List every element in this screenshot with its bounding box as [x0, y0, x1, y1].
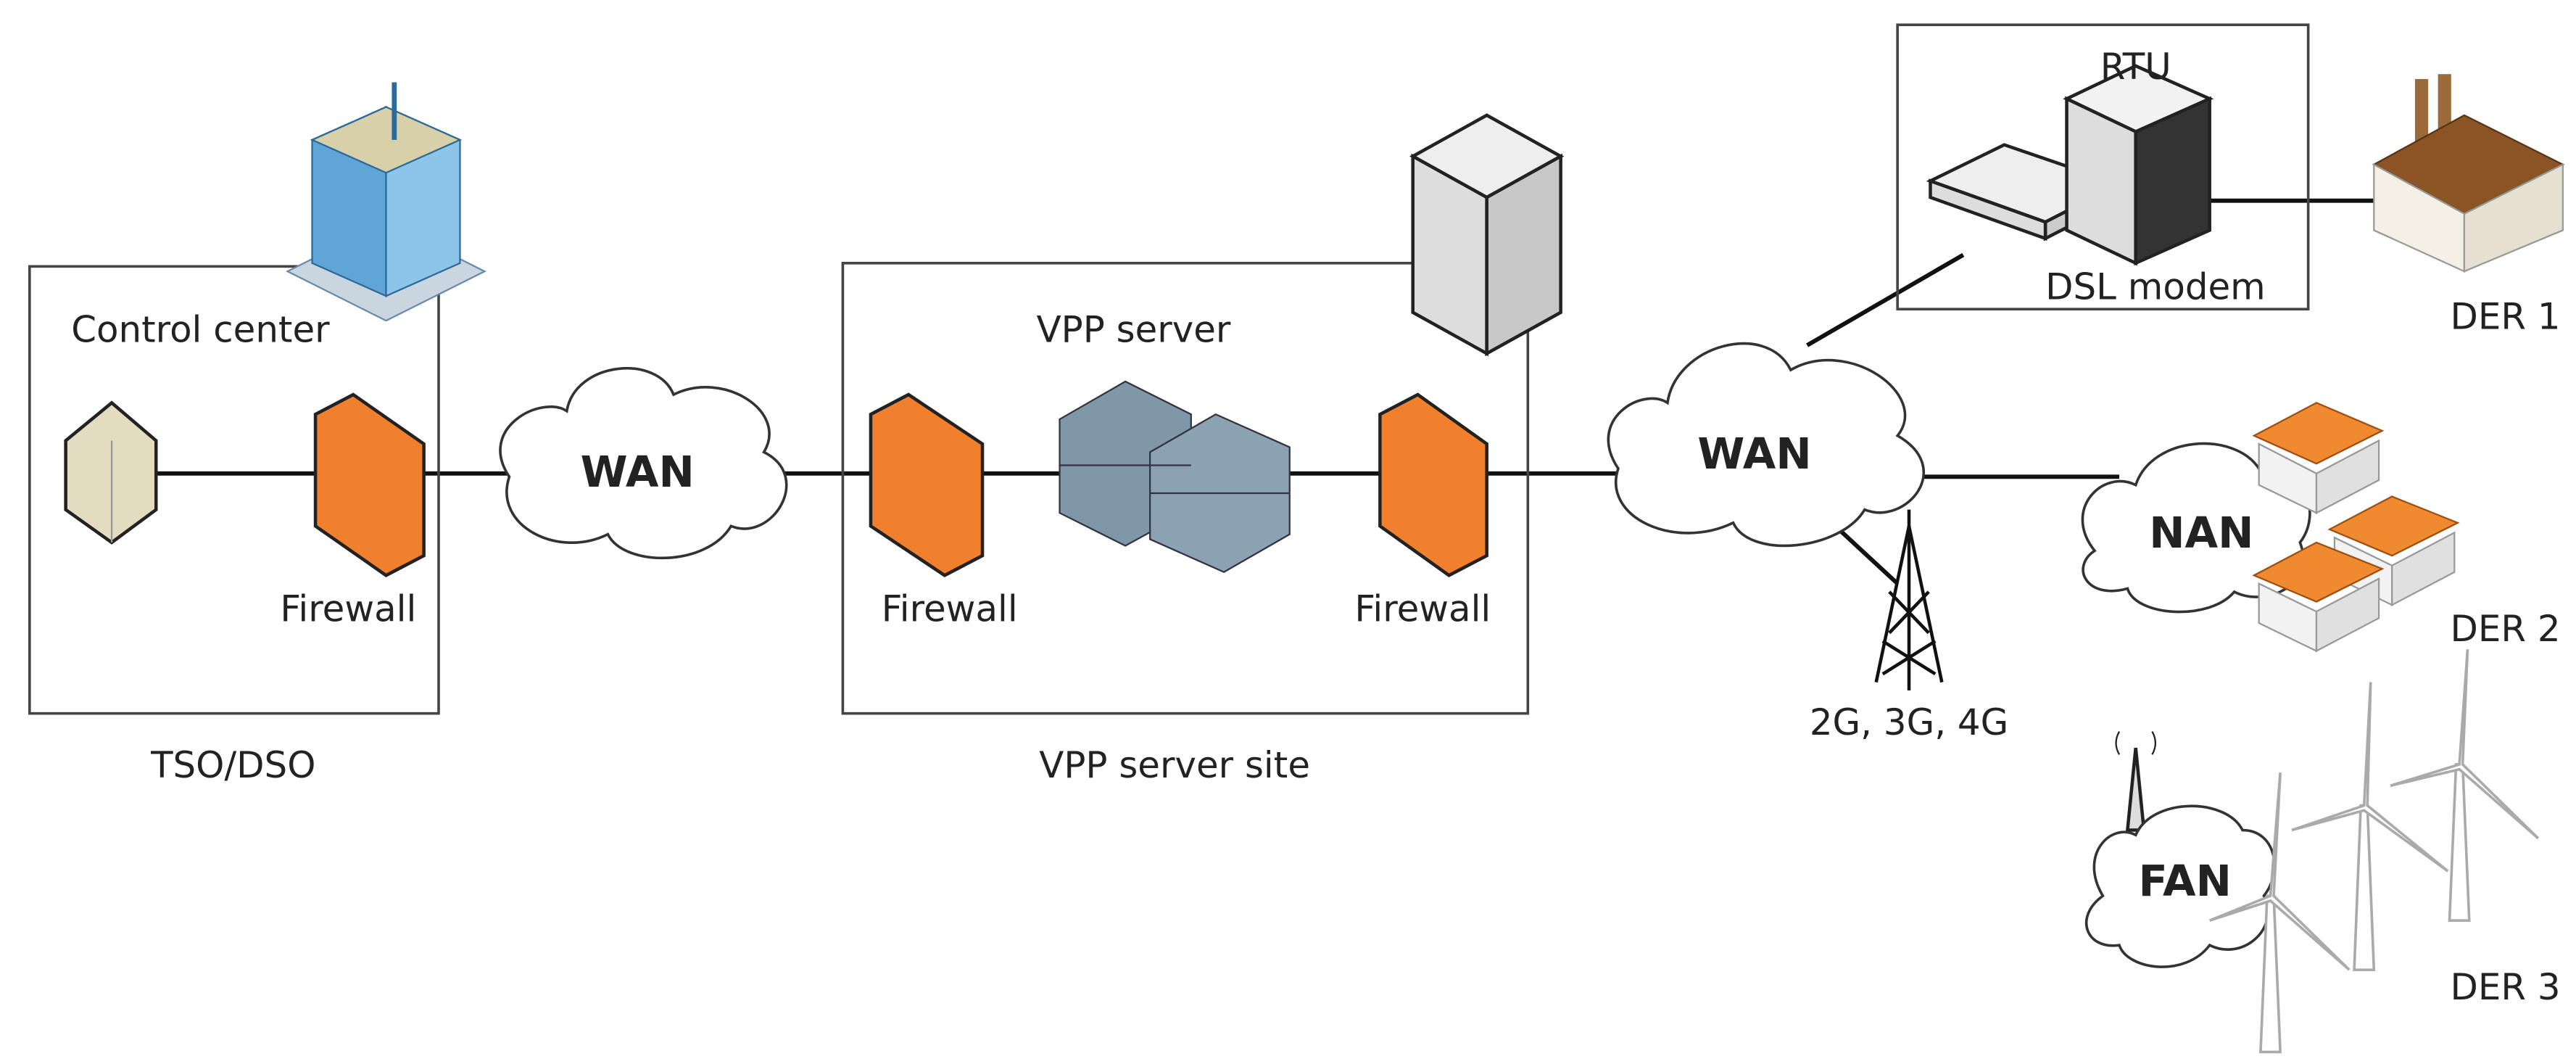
wind-turbines-icon [2209, 649, 2540, 1054]
cell-tower-icon [1874, 509, 1944, 690]
der2-label: DER 2 [2451, 608, 2561, 650]
vpp-server-site-label: VPP server site [1039, 744, 1310, 786]
rtu-label: RTU [2100, 46, 2171, 88]
factory-icon [2372, 74, 2565, 273]
rtu-icon [2063, 64, 2214, 266]
firewall-icon [313, 392, 426, 577]
wan-cloud-2 [1607, 342, 1925, 548]
antenna-icon [2115, 731, 2157, 832]
link-wan2-tower [1830, 521, 1900, 585]
fan-cloud [2084, 804, 2276, 968]
data-center-building-icon [1409, 113, 1565, 357]
der3-label: DER 3 [2451, 966, 2561, 1008]
wan-label-2: WAN [1697, 429, 1811, 479]
firewall-label-vpp-left: Firewall [882, 588, 1018, 630]
der1-label: DER 1 [2451, 295, 2561, 337]
nan-label: NAN [2149, 508, 2253, 558]
link-wan2-modem [1806, 252, 1965, 347]
server-rack-icon [1059, 380, 1291, 574]
workstation-icon [64, 400, 158, 545]
connections [156, 170, 2382, 585]
firewall-label-vpp-right: Firewall [1354, 588, 1491, 630]
wan-cloud-1 [499, 366, 788, 560]
tso-dso-label: TSO/DSO [150, 744, 315, 786]
nan-cloud [2081, 442, 2311, 614]
vpp-server-site-box [841, 261, 1530, 715]
der1-equipment-box [1896, 23, 2310, 311]
office-building-icon [286, 82, 486, 322]
firewall-icon [869, 392, 985, 577]
tso-dso-box [28, 265, 440, 715]
dsl-modem-label: DSL modem [2045, 266, 2266, 308]
cellular-label: 2G, 3G, 4G [1810, 701, 2008, 743]
fan-label: FAN [2139, 856, 2232, 906]
control-center-label: Control center [71, 309, 330, 351]
firewall-icon [1378, 392, 1488, 577]
firewall-label-tso: Firewall [280, 588, 416, 630]
solar-houses-icon [2252, 402, 2460, 653]
vpp-server-label: VPP server [1037, 309, 1231, 351]
wan-label-1: WAN [581, 447, 695, 497]
